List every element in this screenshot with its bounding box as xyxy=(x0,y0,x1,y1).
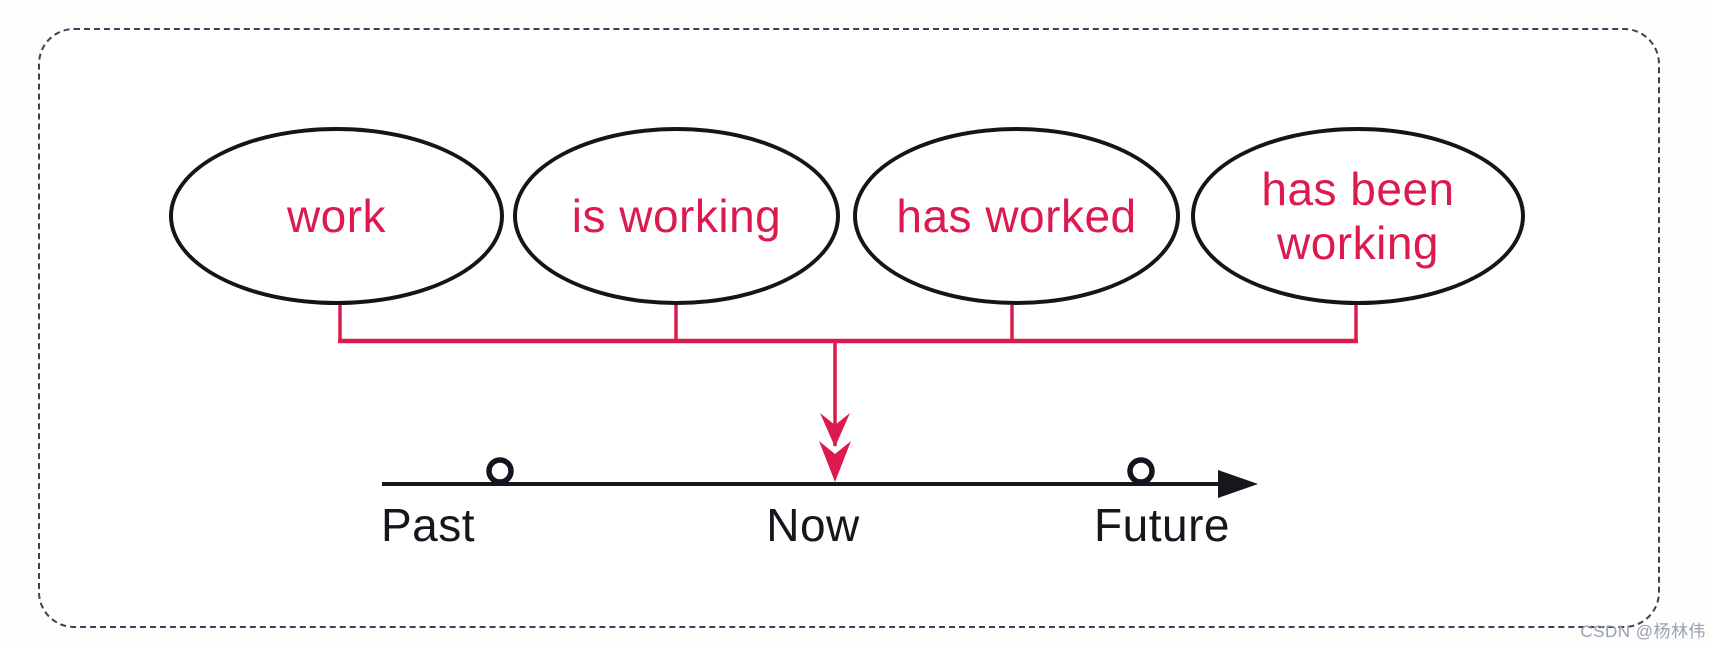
tense-label: has been working xyxy=(1261,162,1455,269)
timeline-label-now: Now xyxy=(766,499,860,551)
tense-label: has worked xyxy=(896,189,1137,242)
tense-label: work xyxy=(286,189,387,242)
tense-ellipse-is-working: is working xyxy=(513,127,840,305)
tense-ellipse-work: work xyxy=(169,127,504,305)
tense-ellipse-has-worked: has worked xyxy=(853,127,1180,305)
timeline-label-future: Future xyxy=(1094,499,1230,551)
tense-label: is working xyxy=(571,189,782,242)
watermark: CSDN @杨林伟 xyxy=(1580,622,1706,641)
tense-ellipse-has-been-working: has been working xyxy=(1191,127,1525,305)
timeline-label-past: Past xyxy=(380,499,476,551)
